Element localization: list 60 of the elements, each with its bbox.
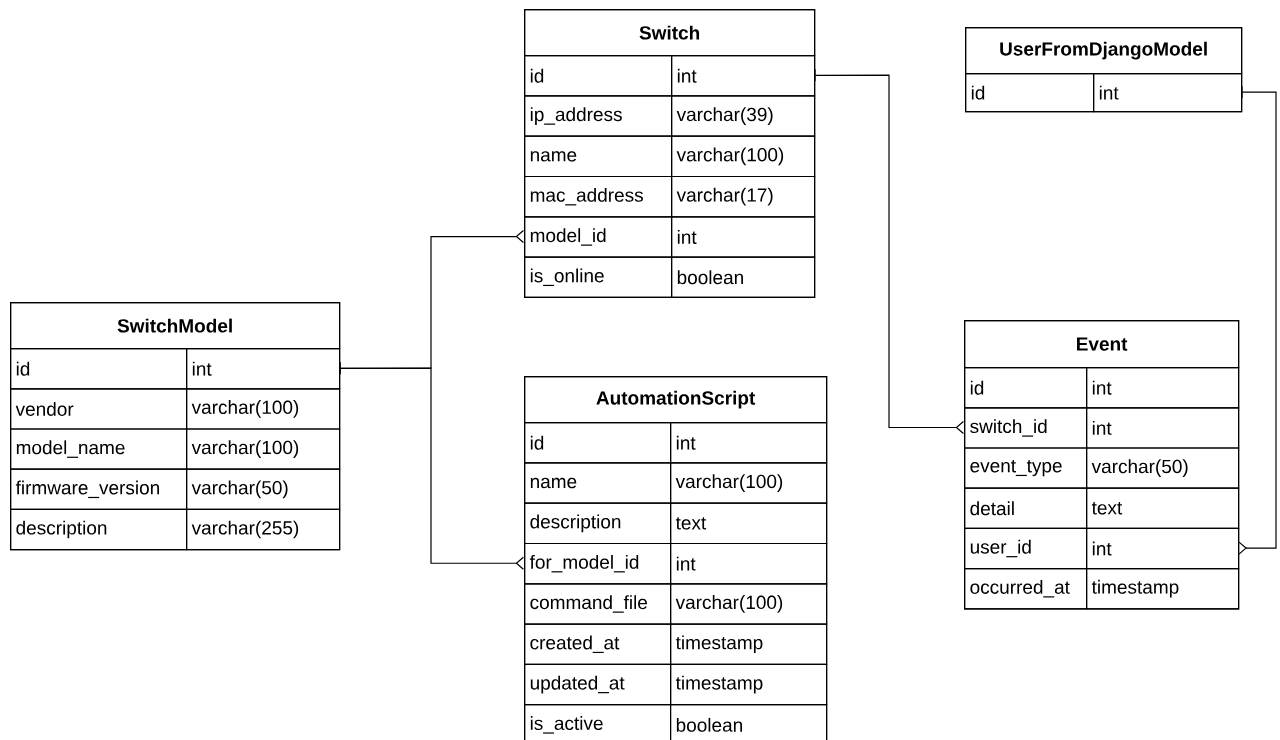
table-cell: int bbox=[1086, 407, 1240, 449]
table-cell: occurred_at bbox=[964, 568, 1088, 610]
table-cell: int bbox=[1093, 73, 1243, 113]
table-cell: for_model_id bbox=[524, 542, 672, 585]
table-cell: boolean bbox=[671, 256, 816, 298]
table-cell: text bbox=[1086, 487, 1240, 529]
table-cell: varchar(50) bbox=[186, 468, 341, 510]
relationship-line bbox=[339, 361, 524, 570]
table-cell: varchar(100) bbox=[186, 388, 341, 430]
table-cell: int bbox=[671, 216, 816, 258]
table-header: SwitchModel bbox=[10, 302, 341, 350]
table-cell: int bbox=[186, 348, 341, 390]
table-cell: int bbox=[670, 542, 828, 585]
table-cell: varchar(100) bbox=[670, 583, 828, 625]
table-cell: description bbox=[10, 508, 188, 551]
table-cell: timestamp bbox=[670, 623, 828, 665]
table-cell: boolean bbox=[670, 704, 828, 740]
table-cell: id bbox=[964, 367, 1088, 409]
table-cell: varchar(39) bbox=[671, 95, 816, 137]
table-cell: name bbox=[524, 462, 672, 504]
table-header: AutomationScript bbox=[524, 376, 828, 424]
table-cell: id bbox=[10, 348, 188, 390]
table-cell: timestamp bbox=[670, 663, 828, 706]
table-cell: varchar(255) bbox=[186, 508, 341, 551]
table-cell: updated_at bbox=[524, 663, 672, 706]
relationship-line bbox=[1238, 85, 1277, 555]
table-cell: ip_address bbox=[524, 95, 673, 137]
table-header: Event bbox=[964, 320, 1240, 369]
table-cell: switch_id bbox=[964, 407, 1088, 449]
table-cell: command_file bbox=[524, 583, 672, 625]
table-cell: firmware_version bbox=[10, 468, 188, 510]
table-cell: user_id bbox=[964, 527, 1088, 570]
table-cell: varchar(100) bbox=[671, 135, 816, 178]
table-cell: detail bbox=[964, 487, 1088, 529]
table-cell: varchar(50) bbox=[1086, 447, 1240, 489]
table-cell: is_online bbox=[524, 256, 673, 298]
table-cell: int bbox=[1086, 367, 1240, 409]
table-cell: varchar(100) bbox=[670, 462, 828, 504]
table-cell: name bbox=[524, 135, 673, 178]
table-cell: event_type bbox=[964, 447, 1088, 489]
table-cell: timestamp bbox=[1086, 568, 1240, 610]
relationship-line bbox=[814, 68, 964, 435]
table-cell: mac_address bbox=[524, 175, 673, 218]
table-cell: id bbox=[965, 73, 1095, 113]
table-cell: model_name bbox=[10, 428, 188, 470]
table-cell: int bbox=[1086, 527, 1240, 570]
table-cell: description bbox=[524, 502, 672, 545]
table-cell: id bbox=[524, 55, 673, 97]
table-cell: created_at bbox=[524, 623, 672, 665]
table-cell: int bbox=[670, 422, 828, 464]
table-cell: id bbox=[524, 422, 672, 464]
table-cell: int bbox=[671, 55, 816, 97]
table-cell: varchar(17) bbox=[671, 175, 816, 218]
table-cell: varchar(100) bbox=[186, 428, 341, 470]
table-header: UserFromDjangoModel bbox=[965, 27, 1243, 75]
table-cell: model_id bbox=[524, 216, 673, 258]
table-header: Switch bbox=[524, 9, 816, 57]
table-cell: is_active bbox=[524, 704, 672, 740]
table-cell: text bbox=[670, 502, 828, 545]
table-cell: vendor bbox=[10, 388, 188, 430]
